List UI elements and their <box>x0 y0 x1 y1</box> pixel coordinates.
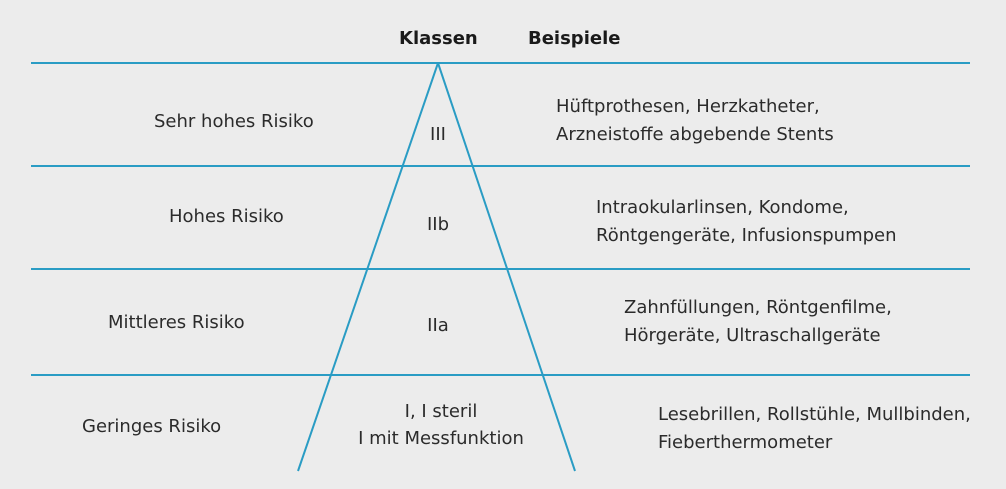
class-line: I mit Messfunktion <box>358 428 524 449</box>
example-line: Röntgengeräte, Infusionspumpen <box>596 225 897 246</box>
class-cell-i: I, I steril I mit Messfunktion <box>331 398 551 452</box>
example-line: Hüftprothesen, Herzkatheter, <box>556 96 820 117</box>
class-line: IIa <box>427 315 449 336</box>
examples-low: Lesebrillen, Rollstühle, Mullbinden, Fie… <box>658 401 971 457</box>
risk-label-very-high: Sehr hohes Risiko <box>154 111 314 132</box>
example-line: Zahnfüllungen, Röntgenfilme, <box>624 297 892 318</box>
class-line: IIb <box>426 214 450 235</box>
example-line: Fieberthermometer <box>658 432 833 453</box>
examples-high: Intraokularlinsen, Kondome, Röntgengerät… <box>596 194 897 250</box>
class-cell-iii: III <box>328 121 548 148</box>
example-line: Intraokularlinsen, Kondome, <box>596 197 849 218</box>
example-line: Lesebrillen, Rollstühle, Mullbinden, <box>658 404 971 425</box>
examples-medium: Zahnfüllungen, Röntgenfilme, Hörgeräte, … <box>624 294 892 350</box>
risk-label-low: Geringes Risiko <box>82 416 222 437</box>
risk-label-medium: Mittleres Risiko <box>108 312 245 333</box>
example-line: Hörgeräte, Ultraschallgeräte <box>624 325 881 346</box>
class-line: III <box>430 124 446 145</box>
examples-very-high: Hüftprothesen, Herzkatheter, Arzneistoff… <box>556 93 834 149</box>
header-classes: Klassen <box>399 28 478 49</box>
pyramid-left-edge <box>297 62 439 472</box>
class-cell-iia: IIa <box>328 312 548 339</box>
header-examples: Beispiele <box>528 28 621 49</box>
class-line: I, I steril <box>404 401 478 422</box>
class-cell-iib: IIb <box>328 211 548 238</box>
risk-label-high: Hohes Risiko <box>169 206 284 227</box>
example-line: Arzneistoffe abgebende Stents <box>556 124 834 145</box>
pyramid-right-edge <box>437 62 576 472</box>
